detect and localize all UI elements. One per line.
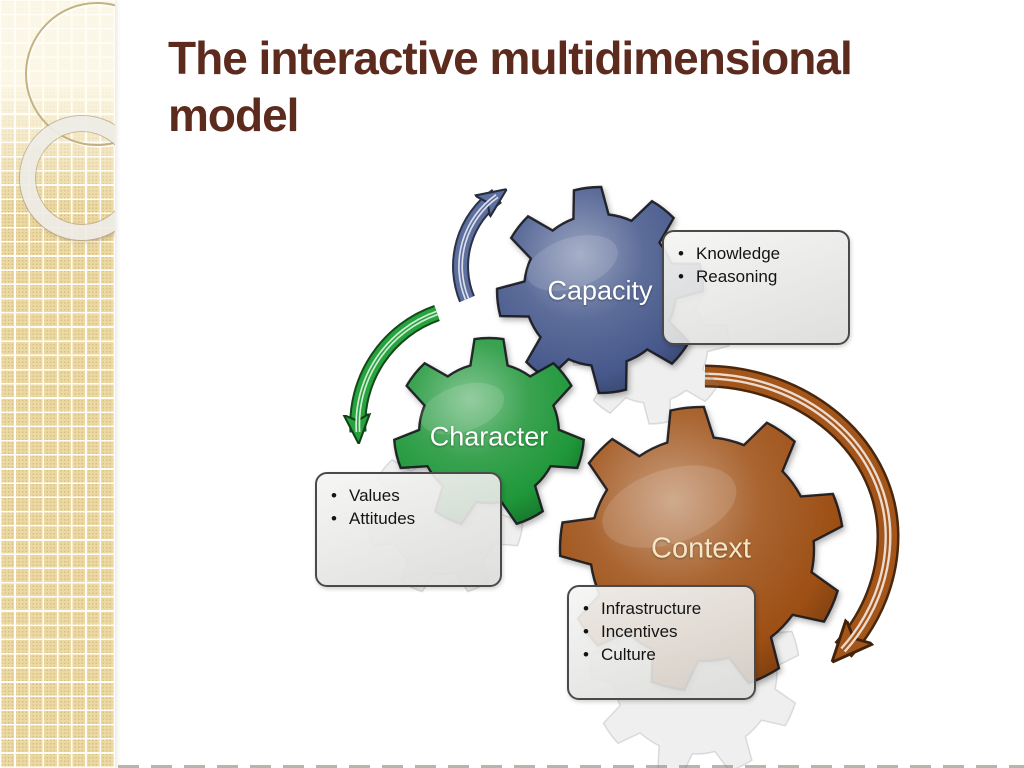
bullet-text: Reasoning — [696, 267, 778, 286]
context-gear-label: Context — [651, 532, 751, 565]
context-callout: • Infrastructure • Incentives • Culture — [567, 585, 756, 700]
bullet-item: • Attitudes — [331, 507, 490, 530]
bullet-item: • Reasoning — [678, 265, 838, 288]
bullet-marker: • — [583, 645, 589, 664]
bullet-text: Knowledge — [696, 244, 781, 263]
bullet-marker: • — [331, 509, 337, 528]
capacity-gear-label: Capacity — [547, 275, 653, 306]
capacity-gear — [495, 185, 705, 395]
brown-curved-arrow — [704, 364, 900, 650]
gear-gloss-highlight — [526, 235, 618, 291]
bottom-cropped-dashed-line — [118, 765, 1024, 768]
bullet-marker: • — [331, 486, 337, 505]
bullet-item: • Values — [331, 484, 490, 507]
bullet-item: • Infrastructure — [583, 597, 744, 620]
gear-gloss-highlight — [420, 382, 505, 435]
bullet-text: Infrastructure — [601, 599, 702, 618]
bullet-text: Values — [349, 486, 400, 505]
bullet-text: Culture — [601, 645, 656, 664]
bullet-marker: • — [583, 622, 589, 641]
bullet-item: • Knowledge — [678, 242, 838, 265]
slide-title: The interactive multidimensional model — [168, 30, 948, 144]
bullet-marker: • — [678, 244, 684, 263]
slide-title-line1: The interactive multidimensional — [168, 32, 853, 84]
curved-arrows — [358, 196, 900, 650]
gear-gloss-highlight — [602, 465, 737, 548]
bullet-item: • Culture — [583, 643, 744, 666]
slide-title-line2: model — [168, 89, 299, 141]
bullet-text: Incentives — [601, 622, 678, 641]
bullet-marker: • — [678, 267, 684, 286]
character-callout: • Values • Attitudes — [315, 472, 502, 587]
bullet-item: • Incentives — [583, 620, 744, 643]
capacity-callout: • Knowledge • Reasoning — [662, 230, 850, 345]
green-curved-arrow — [358, 304, 440, 432]
bullet-marker: • — [583, 599, 589, 618]
blue-curved-arrow — [452, 196, 497, 303]
bullet-text: Attitudes — [349, 509, 416, 528]
sidebar-decoration — [0, 0, 115, 768]
character-gear-label: Character — [429, 421, 549, 452]
